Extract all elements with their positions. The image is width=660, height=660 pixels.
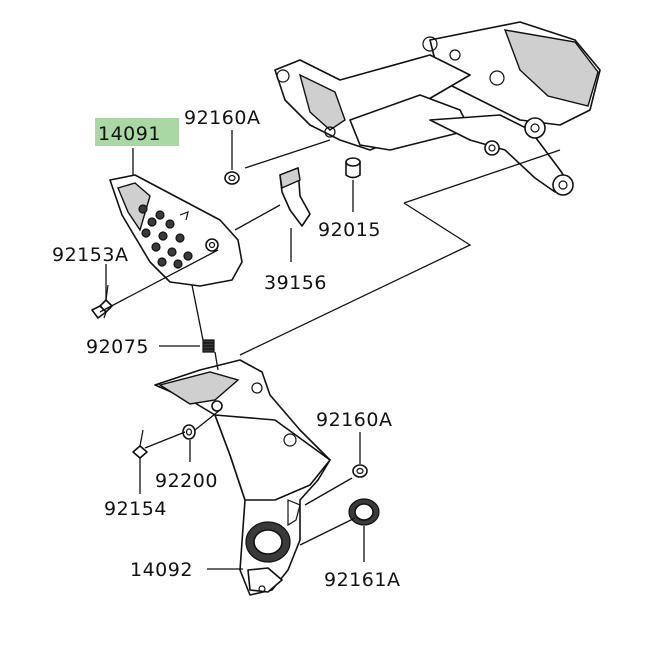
label-92154: 92154: [104, 498, 167, 520]
label-92161a: 92161A: [324, 569, 400, 591]
label-14092: 14092: [130, 559, 193, 581]
cover-14091: [109, 174, 243, 287]
label-92075: 92075: [86, 336, 149, 358]
label-14091: 14091: [98, 123, 161, 145]
pad-39156: [279, 167, 311, 227]
label-92200: 92200: [155, 470, 218, 492]
washer-92200: [182, 424, 196, 440]
grommet-92075: [202, 339, 215, 353]
grommet-92161a: [348, 498, 380, 526]
frame-bracket: [274, 21, 601, 196]
label-92160a-mid: 92160A: [316, 409, 392, 431]
washer-92160a-mid: [352, 464, 368, 478]
bolt-92154: [132, 429, 148, 459]
bolt-92153a: [91, 284, 113, 319]
cover-14092: [154, 359, 331, 596]
washer-92160a-top: [224, 171, 240, 185]
label-leaders: [105, 130, 365, 570]
label-39156: 39156: [264, 272, 327, 294]
label-92153a: 92153A: [52, 244, 128, 266]
highlight-14091: [95, 118, 179, 146]
label-92015: 92015: [318, 219, 381, 241]
alignment-lines: [99, 139, 561, 546]
cover-holes: [138, 204, 193, 269]
label-92160a-top: 92160A: [184, 107, 260, 129]
collar-92015: [345, 157, 361, 179]
